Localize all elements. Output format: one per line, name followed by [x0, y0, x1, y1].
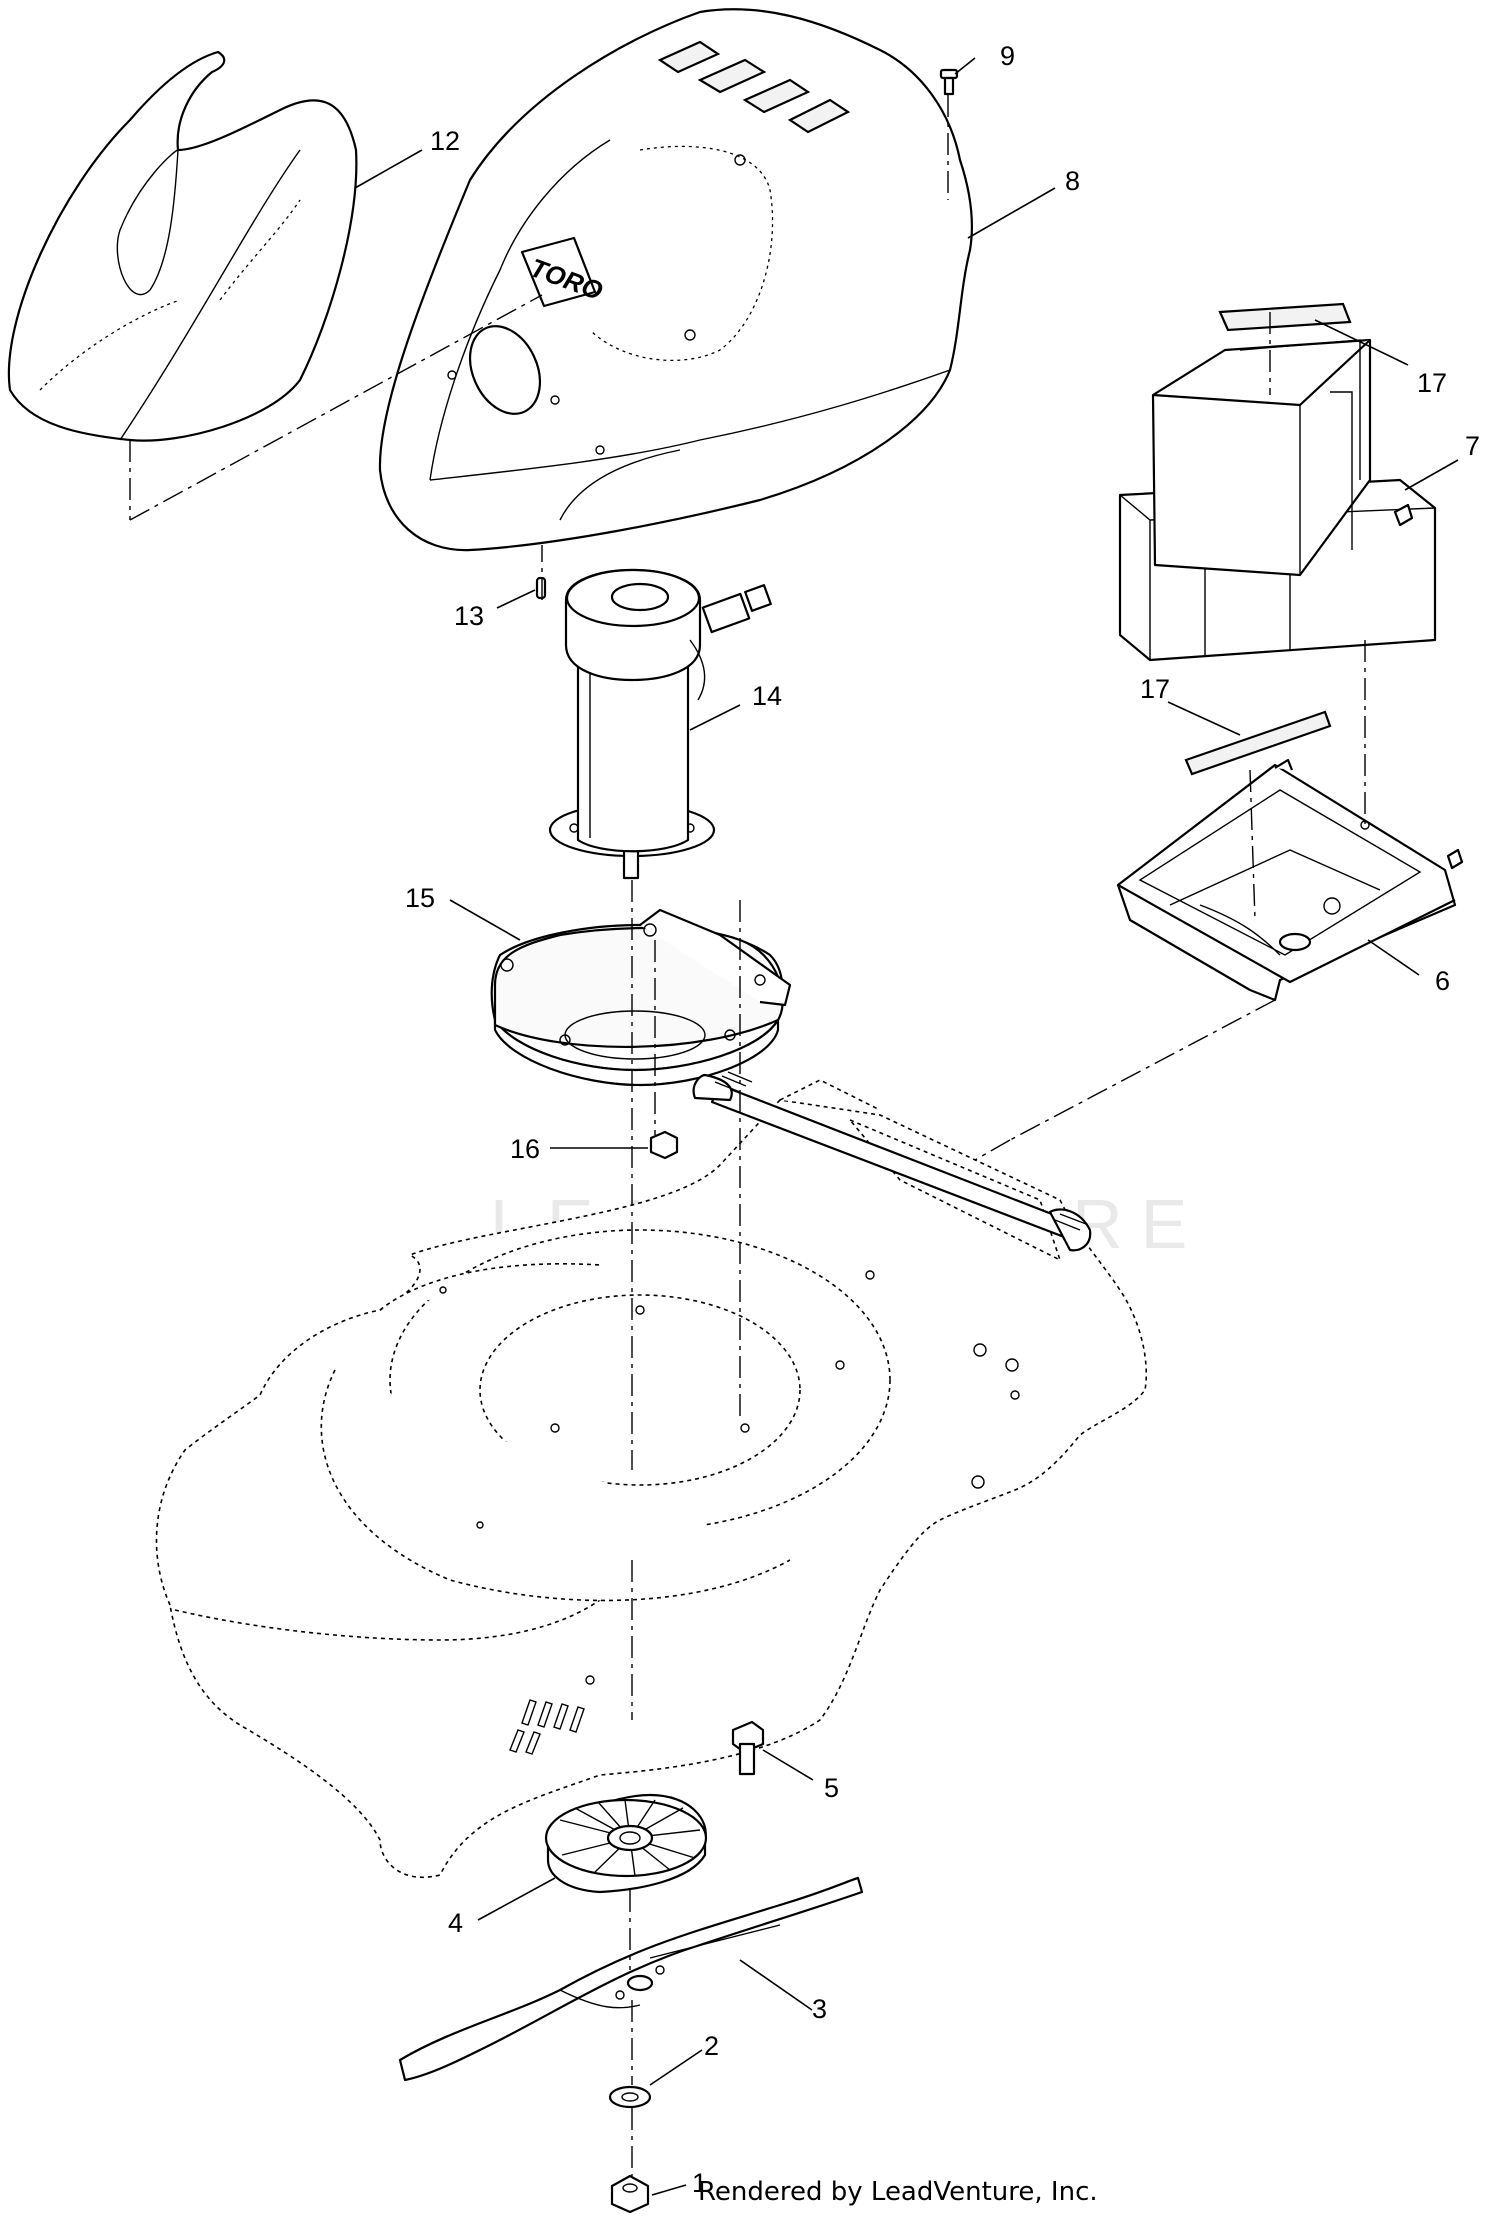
callout-5: 5 — [824, 1773, 839, 1803]
assembly-lines — [129, 95, 1366, 2176]
callout-12: 12 — [430, 126, 460, 156]
part-15-motor-mount — [490, 908, 792, 1087]
mower-deck — [155, 1071, 1148, 1878]
part-13-pin — [535, 576, 547, 600]
callout-15: 15 — [405, 883, 435, 913]
callout-13: 13 — [454, 601, 484, 631]
leader-lines — [354, 57, 1459, 2196]
part-2-washer — [608, 2085, 652, 2109]
callouts: 1 2 3 4 5 6 7 8 9 12 13 14 15 16 17 17 — [405, 41, 1480, 2198]
part-1-nut — [610, 2174, 650, 2214]
render-credit: Rendered by LeadVenture, Inc. — [698, 2177, 1098, 2207]
part-5-bolt — [731, 1720, 765, 1776]
callout-2: 2 — [704, 2031, 719, 2061]
part-17-strip-lower — [1184, 710, 1332, 776]
callout-4: 4 — [448, 1908, 463, 1938]
callout-6: 6 — [1435, 966, 1450, 996]
part-9-screw — [939, 68, 959, 96]
callout-17-upper: 17 — [1417, 368, 1447, 398]
callout-17-lower: 17 — [1140, 674, 1170, 704]
callout-9: 9 — [1000, 41, 1015, 71]
part-6-battery-tray — [1116, 758, 1464, 1002]
callout-14: 14 — [752, 681, 782, 711]
callout-7: 7 — [1465, 431, 1480, 461]
part-12-cover — [7, 50, 358, 442]
part-17-strip-upper — [1218, 302, 1352, 332]
part-7-battery — [1118, 338, 1437, 662]
part-3-blade — [398, 1876, 864, 2082]
part-16-nut — [649, 1130, 679, 1160]
callout-1: 1 — [692, 2168, 707, 2198]
callout-16: 16 — [510, 1134, 540, 1164]
part-8-hood: TORO — [378, 8, 974, 552]
callout-3: 3 — [812, 1994, 827, 2024]
part-4-blade-adapter — [544, 1793, 708, 1894]
part-14-motor — [548, 568, 772, 880]
callout-8: 8 — [1065, 166, 1080, 196]
